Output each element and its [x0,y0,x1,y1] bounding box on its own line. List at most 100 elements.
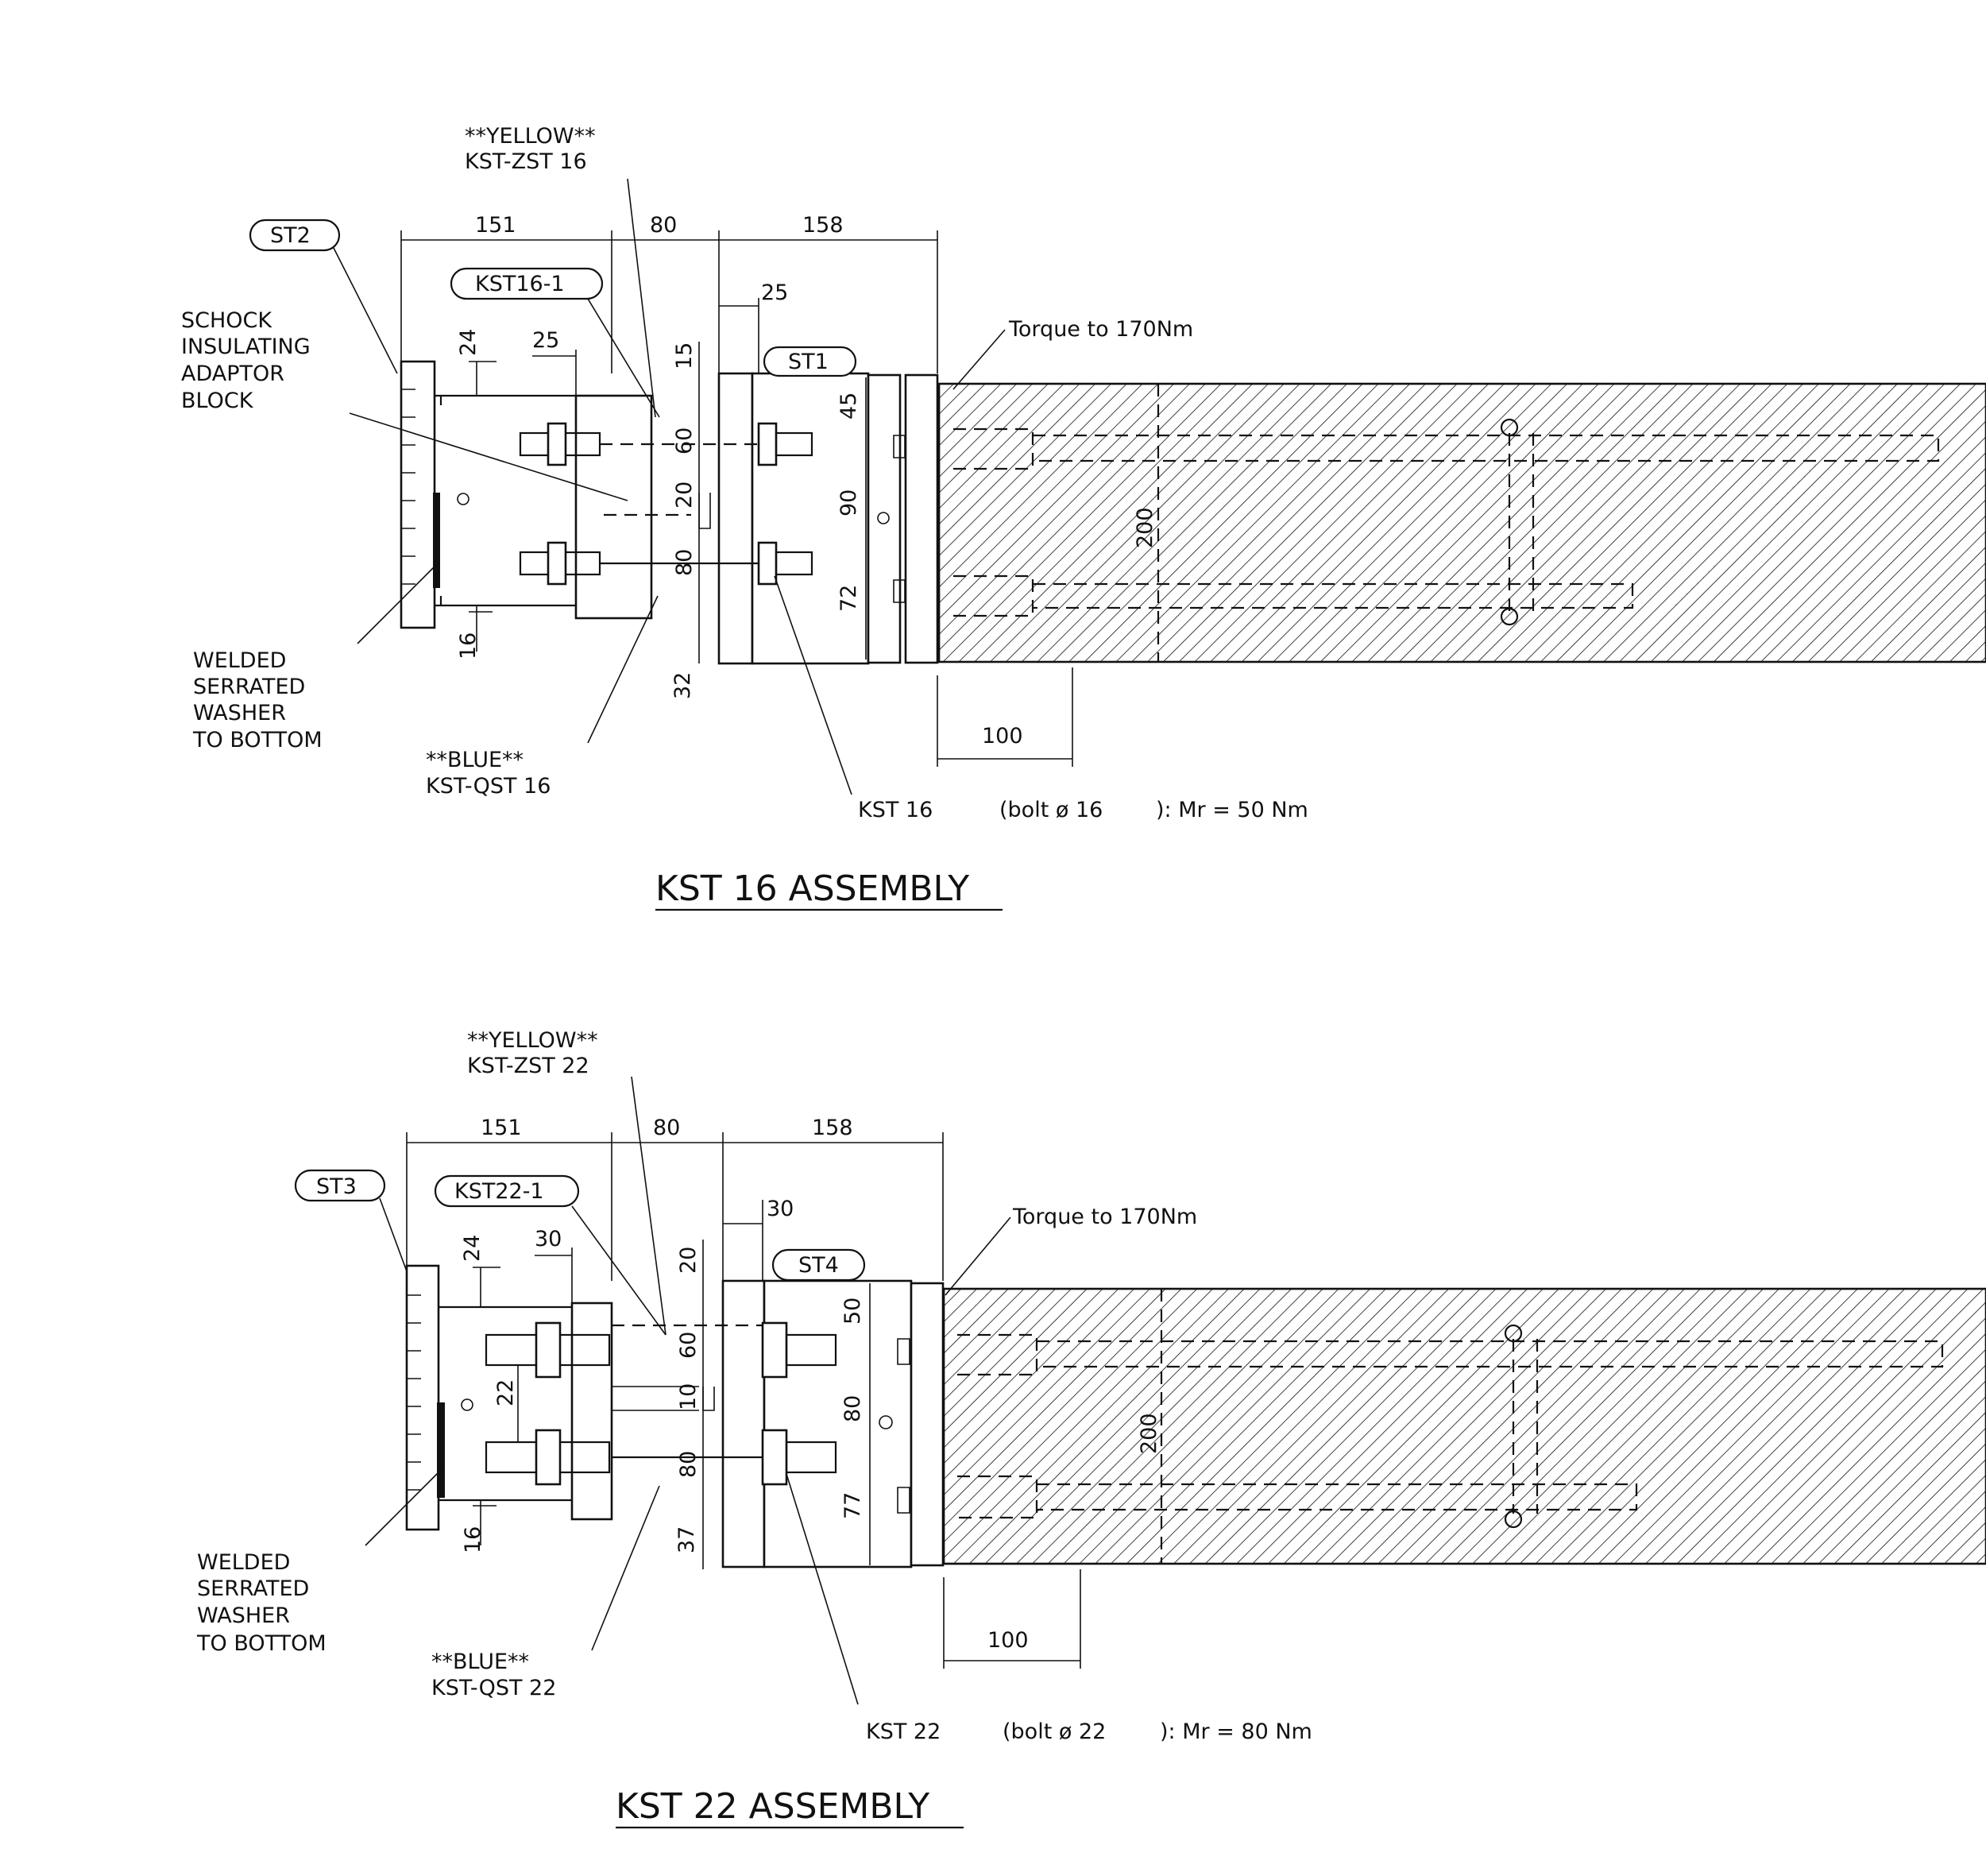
rebar-hook-top [1504,1324,1523,1343]
rivet-left [461,1398,473,1411]
leader-yellow [631,1076,667,1336]
dim-right-mid: 90 [837,489,861,516]
dim-overall-left: 151 [481,1116,522,1140]
leader-torque [952,329,1006,390]
assembly-title: KST 22 ASSEMBLY [616,1786,929,1827]
leader-torque [945,1216,1011,1296]
block-kst22-1 [570,1302,613,1521]
dim-bottom-mid: 37 [674,1526,699,1553]
dim-v2: 20 [672,482,697,509]
plate-end [910,1282,945,1567]
tag-st3-shape [294,1169,386,1202]
dim-beam-depth: 200 [1137,1413,1161,1454]
leader-shock [349,412,628,501]
dim-overall-right: 158 [812,1116,853,1140]
dim-overall-mid: 80 [650,213,677,238]
dim-v1: 60 [672,427,697,454]
dim-vertical-top: 15 [672,342,697,369]
rebar-top [957,1333,1944,1376]
bolt-bottom [485,1429,837,1486]
blue-label: **BLUE** [431,1650,529,1674]
dim-beam-len: 100 [987,1628,1029,1653]
rivet-left [457,493,469,505]
dim-offset-b-line [719,298,759,373]
dim-v3: 80 [672,549,697,576]
dim-beam-len: 100 [982,724,1023,748]
channel-body [439,1305,572,1502]
dim-vertical-top: 20 [676,1247,701,1274]
leader-yellow [627,178,656,418]
assembly-title: KST 16 ASSEMBLY [655,868,969,909]
torque-label: Torque to 170Nm [1008,317,1193,342]
moment-label: ): Mr = 80 Nm [1160,1719,1312,1744]
rebar-hook-bottom [1500,607,1519,626]
washer-label-2: SERRATED [197,1576,309,1601]
washer-label-3: WASHER [197,1603,290,1628]
dim-right-bottom: 72 [837,585,861,612]
dim-top-gap-line [473,1267,500,1307]
dim-beam-length-line [937,667,1073,767]
dim-bottom-left: 16 [461,1526,485,1553]
inner-slot [698,493,711,529]
beam-section [937,382,1986,663]
dim-overall-lines [400,230,938,373]
dim-left-inner: 22 [493,1379,518,1406]
tag-st3: ST3 [316,1174,357,1199]
tag-kst22-1: KST22-1 [454,1179,544,1204]
tag-st1: ST1 [788,350,829,374]
leader-st3 [379,1197,408,1272]
plate-st3 [405,1264,440,1531]
washer-label-4: TO BOTTOM [196,1631,326,1656]
dim-overall-left: 151 [475,213,516,238]
dim-right-bottom: 77 [840,1492,865,1519]
dim-bottom-mid: 32 [670,672,695,699]
leader-blue [587,595,659,744]
assembly-kst22: 151 80 158 30 30 24 20 60 10 80 50 80 77… [196,1028,1986,1829]
dim-overall-right: 158 [802,213,844,238]
rebar-bottom [953,574,1634,617]
leader-washer [365,1469,442,1546]
dim-beam-depth: 200 [1133,507,1157,548]
leader-bolt [786,1473,859,1705]
plate-st1-right [867,373,902,664]
yellow-part: KST-ZST 16 [465,149,587,174]
plate-kst-mid [717,372,754,665]
dim-offset-b: 30 [767,1197,794,1221]
dim-right-top: 50 [840,1298,865,1325]
shock-label-1: SCHOCK [181,308,272,333]
dim-offset-b-line [723,1200,763,1281]
block-st1 [751,372,870,665]
leader-blue [591,1485,660,1651]
blue-part: KST-QST 16 [426,774,551,799]
bolt-part: KST 22 [866,1719,941,1744]
leader-washer [357,563,438,644]
channel-body [435,394,576,607]
rivet-right [877,512,890,524]
bolt-bottom [519,541,813,586]
tag-kst16-1: KST16-1 [475,272,565,296]
washer-label-3: WASHER [193,701,286,725]
plate-st2-serrations [401,389,415,585]
shock-label-2: INSULATING [181,335,311,359]
tag-st4-shape [771,1248,866,1282]
plate-st3-serrations [407,1294,421,1491]
welded-washer [433,493,440,588]
dim-bottom-left-line [473,1500,496,1545]
dim-top-gap: 24 [460,1235,485,1262]
dim-beam-length-line [943,1569,1081,1669]
dim-offset-a-line [535,1247,573,1303]
bolt-top [519,422,813,466]
end-plate-tabs [897,1338,910,1514]
bolt-desc: (bolt ø 16 [999,798,1103,822]
bolt-top [485,1321,837,1379]
yellow-label: **YELLOW** [467,1028,598,1053]
dim-bottom-left-line [469,605,493,652]
shock-label-4: BLOCK [181,389,254,413]
dim-right-top: 45 [837,393,861,420]
leader-kst22-1 [571,1205,667,1336]
blue-part: KST-QST 22 [431,1676,556,1700]
yellow-label: **YELLOW** [465,124,596,149]
beam-section [942,1287,1986,1565]
tag-st2-shape [249,219,341,252]
